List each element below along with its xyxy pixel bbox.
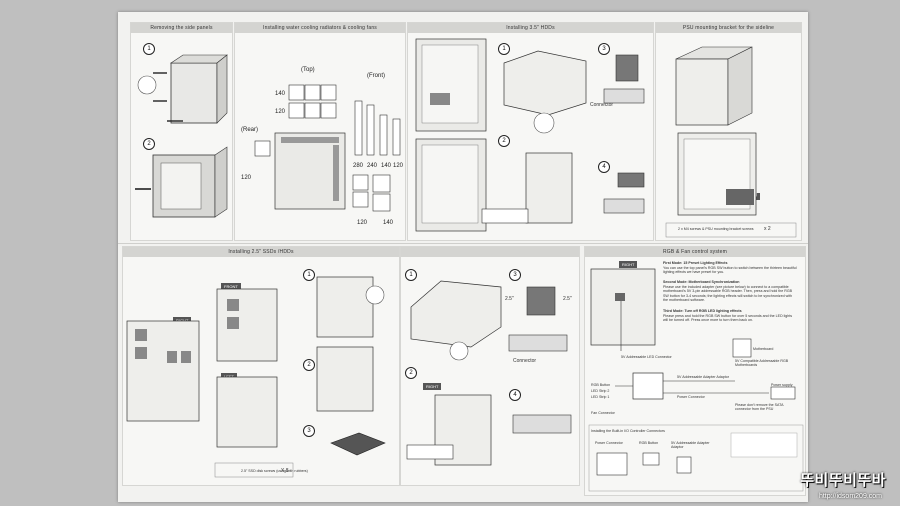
bottom-section-title: Installing the Built-in I/O Controller C… xyxy=(591,429,665,433)
panel-title: Installing 2.5" SSDs /HDDs xyxy=(123,247,399,257)
case-illustration-1 xyxy=(135,54,228,218)
front-size-280: 280 xyxy=(353,163,364,169)
step-4: 4 xyxy=(598,161,610,173)
rear-size: 120 xyxy=(241,175,252,181)
front-fan-140: 140 xyxy=(383,220,394,226)
panel-title: PSU mounting bracket for the sideline xyxy=(656,23,801,33)
step-1: 1 xyxy=(143,43,155,55)
watermark-url: http://idsom209.com xyxy=(818,493,882,500)
mode2-title: Second Mode: Motherboard Synchronization xyxy=(663,280,740,284)
rear-label: (Rear) xyxy=(241,127,259,133)
right-tag: RIGHT xyxy=(423,383,442,390)
bottom-adapter: 5V Addressable Adapter Adaptor xyxy=(671,441,710,450)
right-tag: RIGHT xyxy=(619,261,638,268)
top-label: (Top) xyxy=(301,67,315,73)
connector-label: Connector xyxy=(513,358,537,364)
led-strip2-label: LED Strip 2 xyxy=(591,389,610,393)
step-3: 3 xyxy=(598,43,610,55)
front-size-140: 140 xyxy=(381,163,392,169)
step-2: 2 xyxy=(303,359,315,371)
mode2-desc: Please use the included adapter (see pic… xyxy=(663,285,793,303)
front-fan-120: 120 xyxy=(357,220,368,226)
panel-ssd-bracket: 1 2 3 4 2.5" 2.5" Connector RIGHT xyxy=(400,246,580,486)
panel-water-cooling: Installing water cooling radiators & coo… xyxy=(234,22,406,241)
psu-screws-qty: x 2 xyxy=(764,226,771,232)
step-3: 3 xyxy=(303,425,315,437)
hdd-install-diagrams xyxy=(415,38,645,232)
step-2: 2 xyxy=(143,138,155,150)
step-3: 3 xyxy=(509,269,521,281)
mode3-title: Third Mode: Turn off RGB LED lighting ef… xyxy=(663,309,742,313)
panel-title: Installing water cooling radiators & coo… xyxy=(235,23,405,33)
top-size-140: 140 xyxy=(275,91,286,97)
step-2: 2 xyxy=(498,135,510,147)
panel-rgb-fan-control: RGB & Fan control system RIGHT First Mod… xyxy=(584,246,806,496)
rgb-wiring-diagram xyxy=(588,268,804,492)
psu-screws-note: 2 x M4 screws & PSU mounting bracket scr… xyxy=(678,227,754,231)
panel-removing-side-panels: Removing the side panels 1 2 xyxy=(130,22,233,241)
panel-hdd-35: Installing 3.5" HDDs 1 2 3 4 Connector xyxy=(407,22,654,241)
front-size-120: 120 xyxy=(393,163,404,169)
step-4: 4 xyxy=(509,389,521,401)
motherboard-label: Motherboard xyxy=(753,347,774,351)
adapter-label: 5V Addressable Adapter Adaptor xyxy=(677,375,729,379)
fold-line xyxy=(118,243,808,244)
watermark-text: 뚜비뚜비뚜바 xyxy=(800,472,886,489)
power-supply-label: Power supply xyxy=(771,383,793,387)
step-2: 2 xyxy=(405,367,417,379)
led-strip1-label: LED Strip 1 xyxy=(591,395,610,399)
fan-addressable-label: 5V Addressable LED Connector xyxy=(621,355,672,359)
step-1: 1 xyxy=(303,269,315,281)
ssd-screws-note: 2.5" SSD disk screws (using with rubbers… xyxy=(241,469,308,473)
rgb-button-label: RGB Button xyxy=(591,383,611,387)
ssd-screws-qty: X 8 xyxy=(281,468,289,474)
size-right: 2.5" xyxy=(563,296,572,302)
front-label: (Front) xyxy=(367,73,385,79)
ssd-install-diagrams xyxy=(126,276,386,478)
panel-title: Installing 3.5" HDDs xyxy=(408,23,653,33)
left-tag: LEFT xyxy=(221,373,237,380)
top-size-120: 120 xyxy=(275,109,286,115)
fan-radiator-diagram xyxy=(254,84,401,212)
bottom-power-connector: Power Connector xyxy=(595,441,623,445)
front-tag: FRONT xyxy=(221,283,241,290)
panel-ssd-25: Installing 2.5" SSDs /HDDs FRONT RIGHT L… xyxy=(122,246,400,486)
mode1-desc: You can use the top panel's RGB SW butto… xyxy=(663,266,797,275)
psu-bracket-diagram xyxy=(665,46,797,238)
bottom-rgb-button: RGB Button xyxy=(639,441,659,445)
panel-title: RGB & Fan control system xyxy=(585,247,805,257)
size-left: 2.5" xyxy=(505,296,514,302)
panel-title xyxy=(401,247,579,257)
front-size-240: 240 xyxy=(367,163,378,169)
ssd-bracket-diagrams xyxy=(406,280,572,466)
mode1-title: First Mode: 15 Preset Lighting Effects xyxy=(663,261,728,265)
power-connector-label: Power Connector xyxy=(677,395,705,399)
connector-label: Connector xyxy=(590,102,614,108)
mode3-desc: Please press and hold the RGB SW button … xyxy=(663,314,793,323)
right-tag: RIGHT xyxy=(173,317,192,324)
step-1: 1 xyxy=(498,43,510,55)
step-1: 1 xyxy=(405,269,417,281)
panel-title: Removing the side panels xyxy=(131,23,232,33)
sata-note: Please don't remove the SATA connector f… xyxy=(735,403,784,412)
compat-label: 5V Compatible Addressable RGB Motherboar… xyxy=(735,359,789,368)
panel-psu-bracket: PSU mounting bracket for the sideline PS… xyxy=(655,22,802,241)
fan-connector-label: Fan Connector xyxy=(591,411,615,415)
